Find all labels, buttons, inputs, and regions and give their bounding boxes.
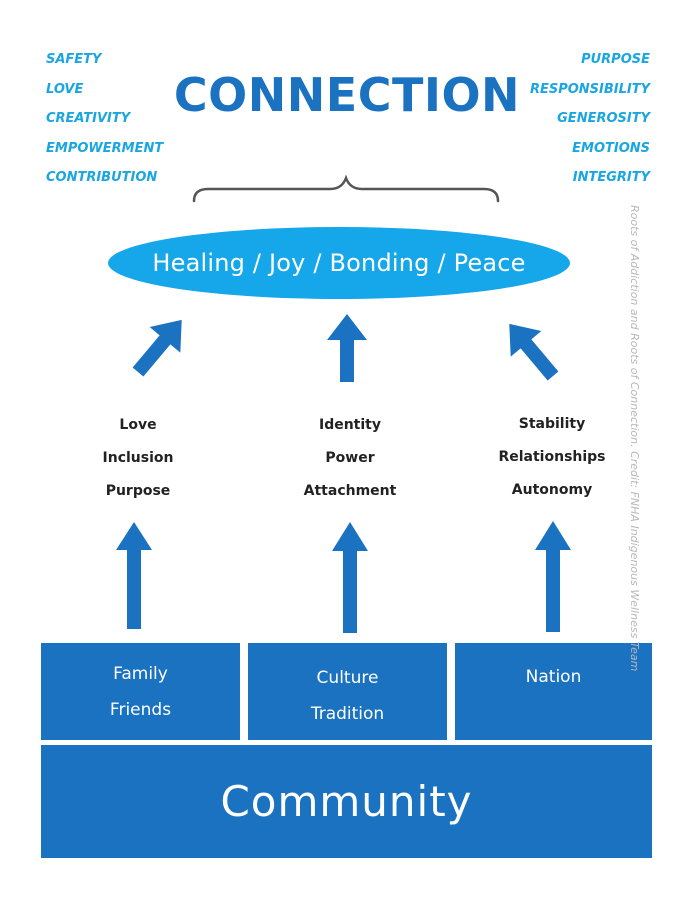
right-value: EMOTIONS (572, 140, 650, 156)
box-label: Tradition (310, 704, 385, 724)
need-label: Purpose (105, 483, 171, 499)
curly-brace (192, 175, 500, 203)
right-value: INTEGRITY (572, 170, 650, 185)
left-value: SAFETY (46, 52, 102, 67)
needs-column-center: Identity Power Attachment (270, 409, 430, 508)
box-label: Family (113, 664, 168, 684)
right-values-list: PURPOSE RESPONSIBILITY GENEROSITY EMOTIO… (530, 45, 650, 193)
left-value: EMPOWERMENT (46, 140, 164, 156)
family-friends-box: Family Friends (41, 643, 240, 740)
need-label: Relationships (498, 449, 606, 465)
culture-tradition-box: Culture Tradition (248, 643, 447, 740)
needs-column-left: Love Inclusion Purpose (58, 409, 218, 508)
need-label: Stability (518, 416, 586, 432)
right-value: PURPOSE (581, 52, 650, 67)
box-label: Friends (109, 700, 172, 720)
arrow-up-right-icon (493, 311, 569, 389)
outcome-ellipse: Healing / Joy / Bonding / Peace (108, 227, 570, 299)
left-values-list: SAFETY LOVE CREATIVITY EMPOWERMENT CONTR… (46, 45, 163, 193)
left-value: CREATIVITY (46, 111, 131, 126)
right-value: RESPONSIBILITY (529, 81, 650, 97)
arrow-up-icon (116, 522, 152, 629)
needs-column-right: Stability Relationships Autonomy (472, 408, 632, 507)
credit-text: Roots of Addiction and Roots of Connecti… (628, 205, 641, 672)
box-label: Culture (316, 668, 379, 688)
need-label: Power (325, 450, 375, 466)
arrow-up-center-icon (327, 314, 367, 382)
right-value: GENEROSITY (557, 111, 650, 126)
need-label: Inclusion (102, 450, 174, 466)
arrow-up-icon (535, 521, 571, 632)
community-foundation: Community (41, 745, 652, 858)
need-label: Autonomy (511, 482, 593, 498)
need-label: Love (119, 417, 157, 433)
outcome-label: Healing / Joy / Bonding / Peace (152, 249, 526, 277)
need-label: Identity (318, 417, 381, 433)
need-label: Attachment (303, 483, 397, 499)
box-label: Nation (525, 667, 582, 687)
nation-box: Nation (455, 643, 652, 740)
arrow-up-left-icon (122, 307, 198, 385)
left-value: CONTRIBUTION (46, 170, 158, 185)
foundation-label: Community (220, 777, 473, 826)
arrow-up-icon (332, 522, 368, 633)
diagram-title: CONNECTION (173, 68, 521, 122)
left-value: LOVE (46, 81, 84, 97)
